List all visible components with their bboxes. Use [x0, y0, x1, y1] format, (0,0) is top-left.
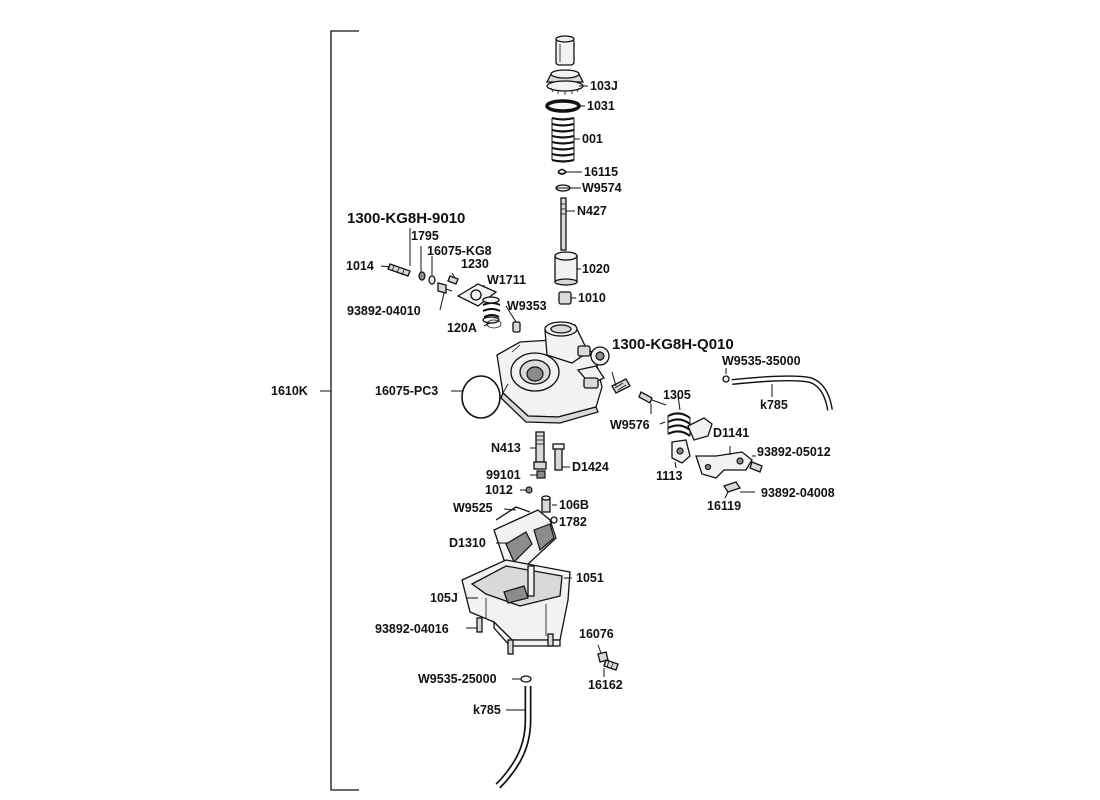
label-1113: 1113	[656, 469, 682, 483]
label-N413: N413	[491, 441, 521, 455]
leaders-float	[496, 508, 517, 544]
throttle-spring-icon	[667, 412, 713, 464]
assembly-bracket	[320, 30, 359, 791]
leaders-right	[611, 371, 756, 499]
label-W9535-35000: W9535-35000	[722, 354, 801, 368]
choke-plate-icon	[456, 283, 521, 333]
drain-hose-icon	[495, 675, 532, 789]
throttle-bracket-icon	[695, 451, 763, 493]
label-16115: 16115	[584, 165, 618, 179]
label-105J: 105J	[430, 591, 458, 605]
throttle-cap-icon	[545, 35, 585, 95]
label-106B: 106B	[559, 498, 589, 512]
throttle-slide-icon	[554, 251, 578, 305]
label-W9574: W9574	[582, 181, 622, 195]
label-001: 001	[582, 132, 603, 146]
label-1305: 1305	[663, 388, 691, 402]
label-1051: 1051	[576, 571, 604, 585]
leaders-bowl	[466, 577, 572, 629]
float-bowl-icon	[461, 559, 571, 655]
label-16162: 16162	[588, 678, 623, 692]
gasket-ring-icon	[545, 99, 581, 113]
throttle-stop-screw-icon	[611, 378, 667, 414]
label-1031: 1031	[587, 99, 615, 113]
label-k785-bottom: k785	[473, 703, 501, 717]
label-D1424: D1424	[572, 460, 609, 474]
label-93892-05012: 93892-05012	[757, 445, 831, 459]
needle-clip-icon	[555, 168, 571, 192]
jet-needle-icon	[560, 197, 567, 251]
label-k785-top: k785	[760, 398, 788, 412]
label-1795: 1795	[411, 229, 439, 243]
label-1782: 1782	[559, 515, 587, 529]
label-93892-04010: 93892-04010	[347, 304, 421, 318]
label-W9353: W9353	[507, 299, 547, 313]
label-93892-04016: 93892-04016	[375, 622, 449, 636]
label-1610K: 1610K	[271, 384, 308, 398]
carburetor-body-icon	[496, 321, 610, 424]
label-93892-04008: 93892-04008	[761, 486, 835, 500]
leaders-top	[566, 85, 588, 299]
label-16119: 16119	[707, 499, 741, 513]
label-D1310: D1310	[449, 536, 486, 550]
label-N427: N427	[577, 204, 607, 218]
label-1300-KG8H-Q010: 1300-KG8H-Q010	[612, 336, 734, 353]
label-W9576: W9576	[610, 418, 650, 432]
drain-screw-icon	[597, 644, 619, 677]
overflow-hose-icon	[722, 368, 833, 411]
label-103J: 103J	[590, 79, 618, 93]
label-1020: 1020	[582, 262, 610, 276]
label-1014: 1014	[346, 259, 374, 273]
label-16075-PC3: 16075-PC3	[375, 384, 438, 398]
label-D1141: D1141	[713, 426, 749, 440]
label-16076: 16076	[579, 627, 614, 641]
label-W1711: W1711	[487, 273, 526, 287]
slide-spring-icon	[551, 116, 575, 163]
label-16075-KG8: 16075-KG8	[427, 244, 492, 258]
label-1010: 1010	[578, 291, 606, 305]
label-1012: 1012	[485, 483, 513, 497]
main-jet-parts-icon	[525, 431, 565, 494]
float-icon	[493, 495, 558, 567]
label-1300-KG8H-9010: 1300-KG8H-9010	[347, 210, 465, 227]
label-120A: 120A	[447, 321, 477, 335]
label-99101: 99101	[486, 468, 521, 482]
label-W9525: W9525	[453, 501, 493, 515]
label-W9535-25000: W9535-25000	[418, 672, 497, 686]
air-screw-parts-icon	[387, 263, 459, 294]
o-ring-icon	[451, 375, 501, 419]
label-1230: 1230	[461, 257, 489, 271]
